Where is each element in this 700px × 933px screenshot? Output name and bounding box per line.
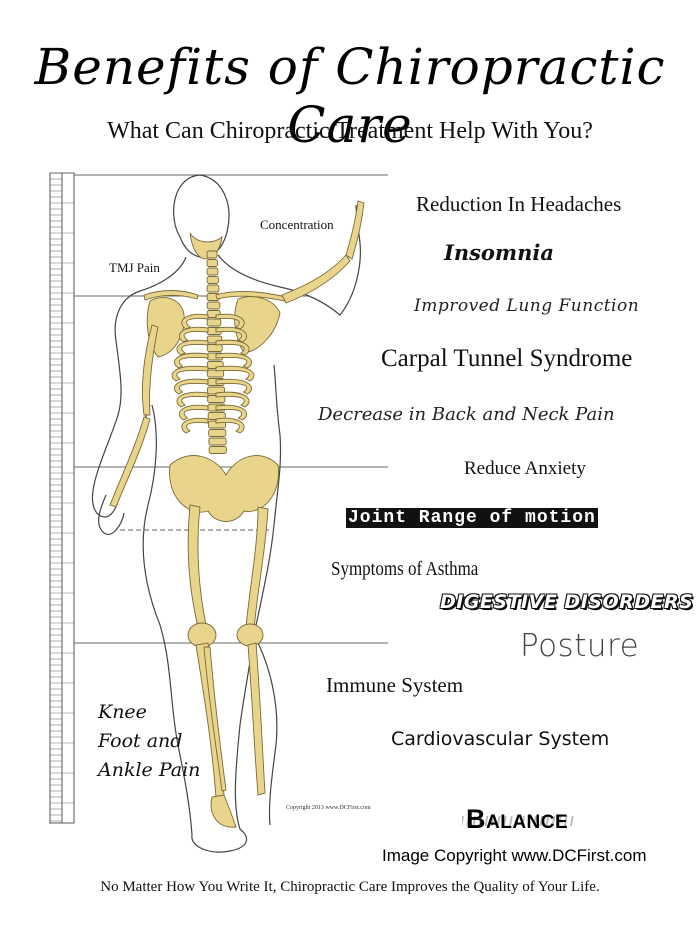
- benefit-posture: Posture: [520, 628, 640, 664]
- rib-right: [215, 313, 245, 330]
- measuring-ruler: [49, 172, 75, 824]
- knee-line-3: Ankle Pain: [98, 759, 201, 781]
- knee-line-1: Knee: [98, 701, 147, 723]
- rib-left: [171, 365, 209, 382]
- label-tmj-pain: TMJ Pain: [109, 260, 160, 275]
- footer-tagline: No Matter How You Write It, Chiropractic…: [100, 879, 600, 895]
- vertebra: [206, 301, 221, 310]
- rib-left: [174, 352, 209, 369]
- vertebra: [206, 284, 220, 293]
- benefit-lung-function: Improved Lung Function: [414, 296, 640, 316]
- rib-right: [215, 365, 255, 382]
- joint-range-text: Joint Range of motion: [346, 508, 598, 528]
- image-copyright: Image Copyright www.DCFirst.com: [382, 846, 647, 865]
- rib-left: [176, 391, 209, 408]
- benefit-insomnia: Insomnia: [444, 240, 554, 265]
- rib-right: [215, 404, 248, 421]
- rib-right: [215, 352, 252, 369]
- rib-left: [178, 404, 209, 421]
- skeleton-illustration: [49, 172, 388, 853]
- benefit-balance: Balance: [461, 804, 575, 834]
- vertebra: [206, 267, 219, 276]
- benefit-immune-system: Immune System: [326, 673, 464, 697]
- vertebra: [206, 318, 222, 327]
- benefit-joint-range: Joint Range of motion: [346, 508, 599, 528]
- knee-line-2: Foot and: [98, 730, 183, 752]
- rib-right: [215, 417, 245, 434]
- rib-left: [181, 417, 209, 434]
- benefit-reduction-headaches: Reduction In Headaches: [416, 192, 622, 216]
- knee-foot-ankle-label: Knee Foot and Ankle Pain: [98, 698, 248, 785]
- benefit-back-neck-pain: Decrease in Back and Neck Pain: [318, 404, 615, 425]
- figure-copyright: Copyright 2013 www.DCFirst.com: [286, 805, 371, 811]
- rib-right: [215, 339, 250, 356]
- page-title: Benefits of Chiropractic Care: [34, 38, 666, 154]
- benefit-digestive: DIGESTIVE DISORDERS: [440, 591, 694, 613]
- vertebra: [208, 429, 227, 437]
- skeleton-bones: [109, 200, 365, 828]
- vertebra: [206, 250, 218, 259]
- vertebra: [206, 369, 225, 378]
- label-concentration: Concentration: [260, 217, 334, 232]
- benefit-cardiovascular: Cardiovascular System: [391, 728, 610, 750]
- rib-left: [174, 378, 209, 395]
- rib-right: [215, 391, 250, 408]
- vertebra: [206, 344, 223, 352]
- rib-right: [215, 326, 248, 343]
- benefit-reduce-anxiety: Reduce Anxiety: [464, 458, 586, 479]
- rib-left: [178, 326, 209, 343]
- vertebra: [208, 437, 227, 446]
- rib-left: [176, 339, 209, 356]
- benefit-carpal-tunnel: Carpal Tunnel Syndrome: [381, 345, 633, 372]
- vertebra: [206, 259, 218, 267]
- rib-right: [215, 378, 252, 395]
- vertebra: [208, 446, 227, 454]
- skeleton-figure: Concentration TMJ Pain Copyright 2013 ww…: [40, 165, 400, 865]
- benefit-asthma: Symptoms of Asthma: [331, 558, 479, 580]
- page-subtitle: What Can Chiropractic Treatment Help Wit…: [107, 118, 593, 144]
- rib-left: [181, 313, 209, 330]
- vertebra: [206, 276, 219, 284]
